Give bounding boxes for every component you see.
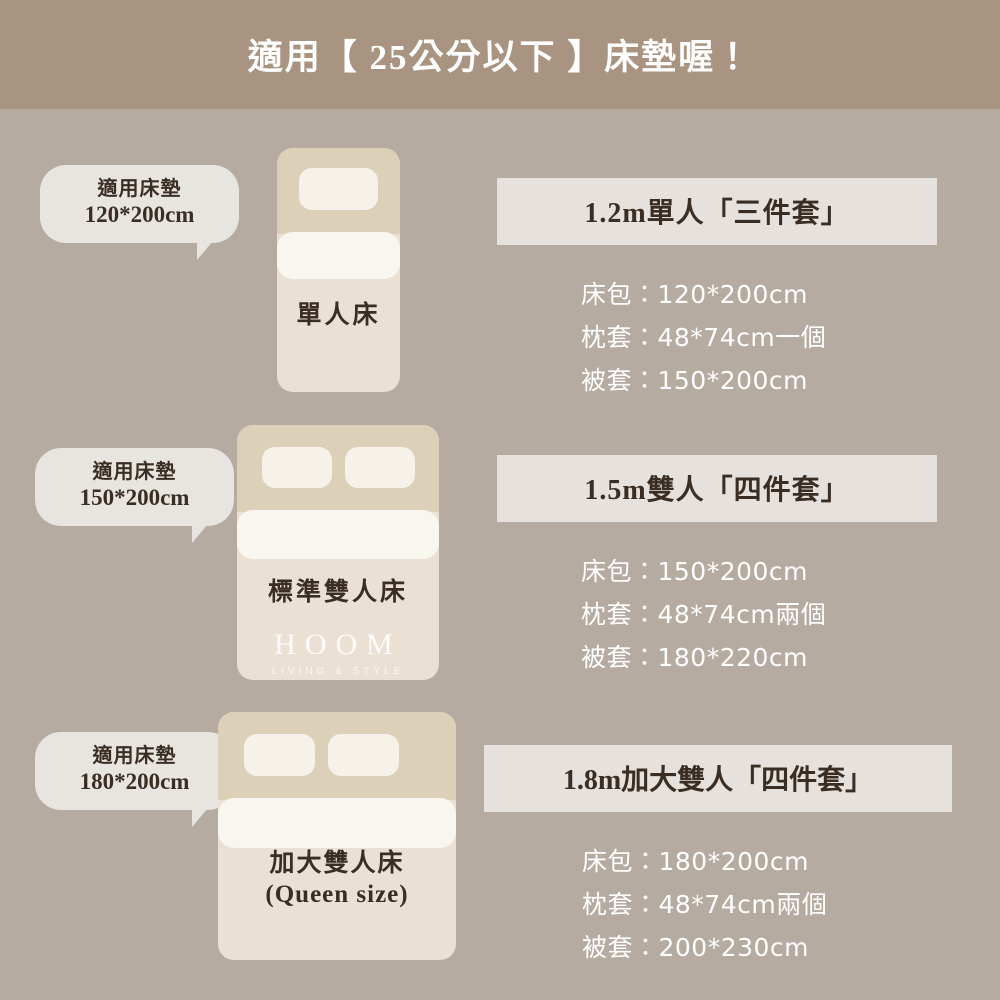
- size-row-single: 適用床墊 120*200cm 單人床 1.2m單人「三件套」 床包：120*20…: [0, 140, 1000, 400]
- product-title-banner: 1.5m雙人「四件套」: [497, 455, 937, 522]
- bubble-tail-icon: [197, 241, 223, 261]
- mattress-bubble-double: 適用床墊 150*200cm: [35, 448, 234, 544]
- brand-watermark: HOOM LIVING & STYLE: [237, 628, 439, 678]
- bed-label-sub: (Queen size): [265, 881, 409, 909]
- spec-item-pillowcase: 枕套：48*74cm一個: [581, 323, 827, 352]
- bubble-line-1: 適用床墊: [92, 461, 177, 483]
- spec-list: 床包：180*200cm 枕套：48*74cm兩個 被套：200*230cm: [484, 840, 952, 969]
- pillow-icon: [244, 734, 315, 776]
- spec-item-duvet: 被套：180*220cm: [581, 643, 809, 672]
- bed-illustration-single: 單人床: [277, 148, 400, 392]
- spec-item-duvet: 被套：150*200cm: [581, 366, 809, 395]
- bed-label-main: 加大雙人床: [269, 850, 405, 877]
- bed-label-main: 標準雙人床: [267, 579, 408, 606]
- bubble-line-1: 適用床墊: [97, 178, 182, 200]
- product-title-banner: 1.8m加大雙人「四件套」: [484, 745, 952, 812]
- spec-item-sheet: 床包：180*200cm: [582, 847, 810, 876]
- spec-item-pillowcase: 枕套：48*74cm兩個: [581, 600, 827, 629]
- size-row-queen: 適用床墊 180*200cm 加大雙人床 (Queen size) 1.8m加大…: [0, 700, 1000, 970]
- bed-label-main: 單人床: [296, 302, 381, 329]
- bubble-line-2: 180*200cm: [79, 769, 190, 795]
- spec-item-pillowcase: 枕套：48*74cm兩個: [582, 890, 828, 919]
- size-row-double: 適用床墊 150*200cm 標準雙人床 HOOM LIVING & STYLE…: [0, 420, 1000, 680]
- info-block-queen: 1.8m加大雙人「四件套」 床包：180*200cm 枕套：48*74cm兩個 …: [484, 745, 952, 969]
- info-block-single: 1.2m單人「三件套」 床包：120*200cm 枕套：48*74cm一個 被套…: [497, 178, 937, 402]
- blanket-strip: [237, 510, 439, 559]
- bed-illustration-queen: 加大雙人床 (Queen size): [218, 712, 456, 960]
- brand-tagline: LIVING & STYLE: [271, 666, 405, 677]
- bed-label: 單人床: [277, 300, 400, 331]
- pillow-icon: [345, 447, 415, 488]
- spec-item-sheet: 床包：150*200cm: [581, 557, 809, 586]
- mattress-bubble-queen: 適用床墊 180*200cm: [35, 732, 234, 828]
- spec-item-sheet: 床包：120*200cm: [581, 280, 809, 309]
- bubble-line-1: 適用床墊: [92, 745, 177, 767]
- product-title-banner: 1.2m單人「三件套」: [497, 178, 937, 245]
- pillow-icon: [299, 168, 378, 210]
- bed-label: 標準雙人床: [237, 577, 439, 608]
- header-bar: 適用【 25公分以下 】床墊喔！: [0, 0, 1000, 109]
- pillow-icon: [328, 734, 399, 776]
- mattress-bubble-single: 適用床墊 120*200cm: [40, 165, 239, 261]
- bubble-tail-icon: [192, 808, 218, 828]
- pillow-icon: [262, 447, 332, 488]
- spec-list: 床包：150*200cm 枕套：48*74cm兩個 被套：180*220cm: [497, 550, 937, 679]
- spec-item-duvet: 被套：200*230cm: [582, 933, 810, 962]
- blanket-strip: [277, 232, 400, 279]
- brand-name: HOOM: [274, 628, 402, 661]
- bubble-line-2: 150*200cm: [79, 485, 190, 511]
- bubble-line-2: 120*200cm: [84, 202, 195, 228]
- info-block-double: 1.5m雙人「四件套」 床包：150*200cm 枕套：48*74cm兩個 被套…: [497, 455, 937, 679]
- bubble-tail-icon: [192, 524, 218, 544]
- blanket-strip: [218, 798, 456, 848]
- bed-label: 加大雙人床 (Queen size): [218, 848, 456, 911]
- speech-bubble: 適用床墊 120*200cm: [40, 165, 239, 261]
- speech-bubble: 適用床墊 150*200cm: [35, 448, 234, 544]
- spec-list: 床包：120*200cm 枕套：48*74cm一個 被套：150*200cm: [497, 273, 937, 402]
- page-title: 適用【 25公分以下 】床墊喔！: [247, 38, 753, 77]
- bed-illustration-double: 標準雙人床 HOOM LIVING & STYLE: [237, 425, 439, 680]
- speech-bubble: 適用床墊 180*200cm: [35, 732, 234, 828]
